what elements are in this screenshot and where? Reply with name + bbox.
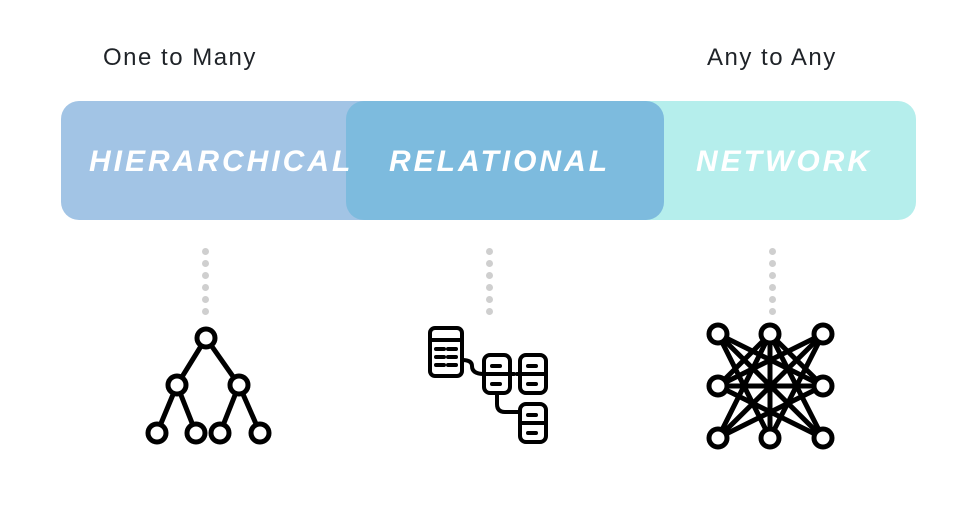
- network-mesh-icon: [700, 318, 840, 459]
- network-label: NETWORK: [696, 145, 872, 178]
- dotted-connector-hierarchical: [202, 248, 210, 316]
- relational-label: RELATIONAL: [389, 145, 611, 178]
- one-to-many-label: One to Many: [103, 44, 257, 71]
- dotted-connector-relational: [486, 248, 494, 316]
- dotted-connector-network: [769, 248, 777, 316]
- hierarchical-label: HIERARCHICAL: [89, 145, 354, 178]
- any-to-any-label: Any to Any: [707, 44, 837, 71]
- relational-tables-icon: [424, 320, 554, 455]
- hierarchy-tree-icon: [140, 320, 276, 455]
- relational-band: [346, 101, 664, 220]
